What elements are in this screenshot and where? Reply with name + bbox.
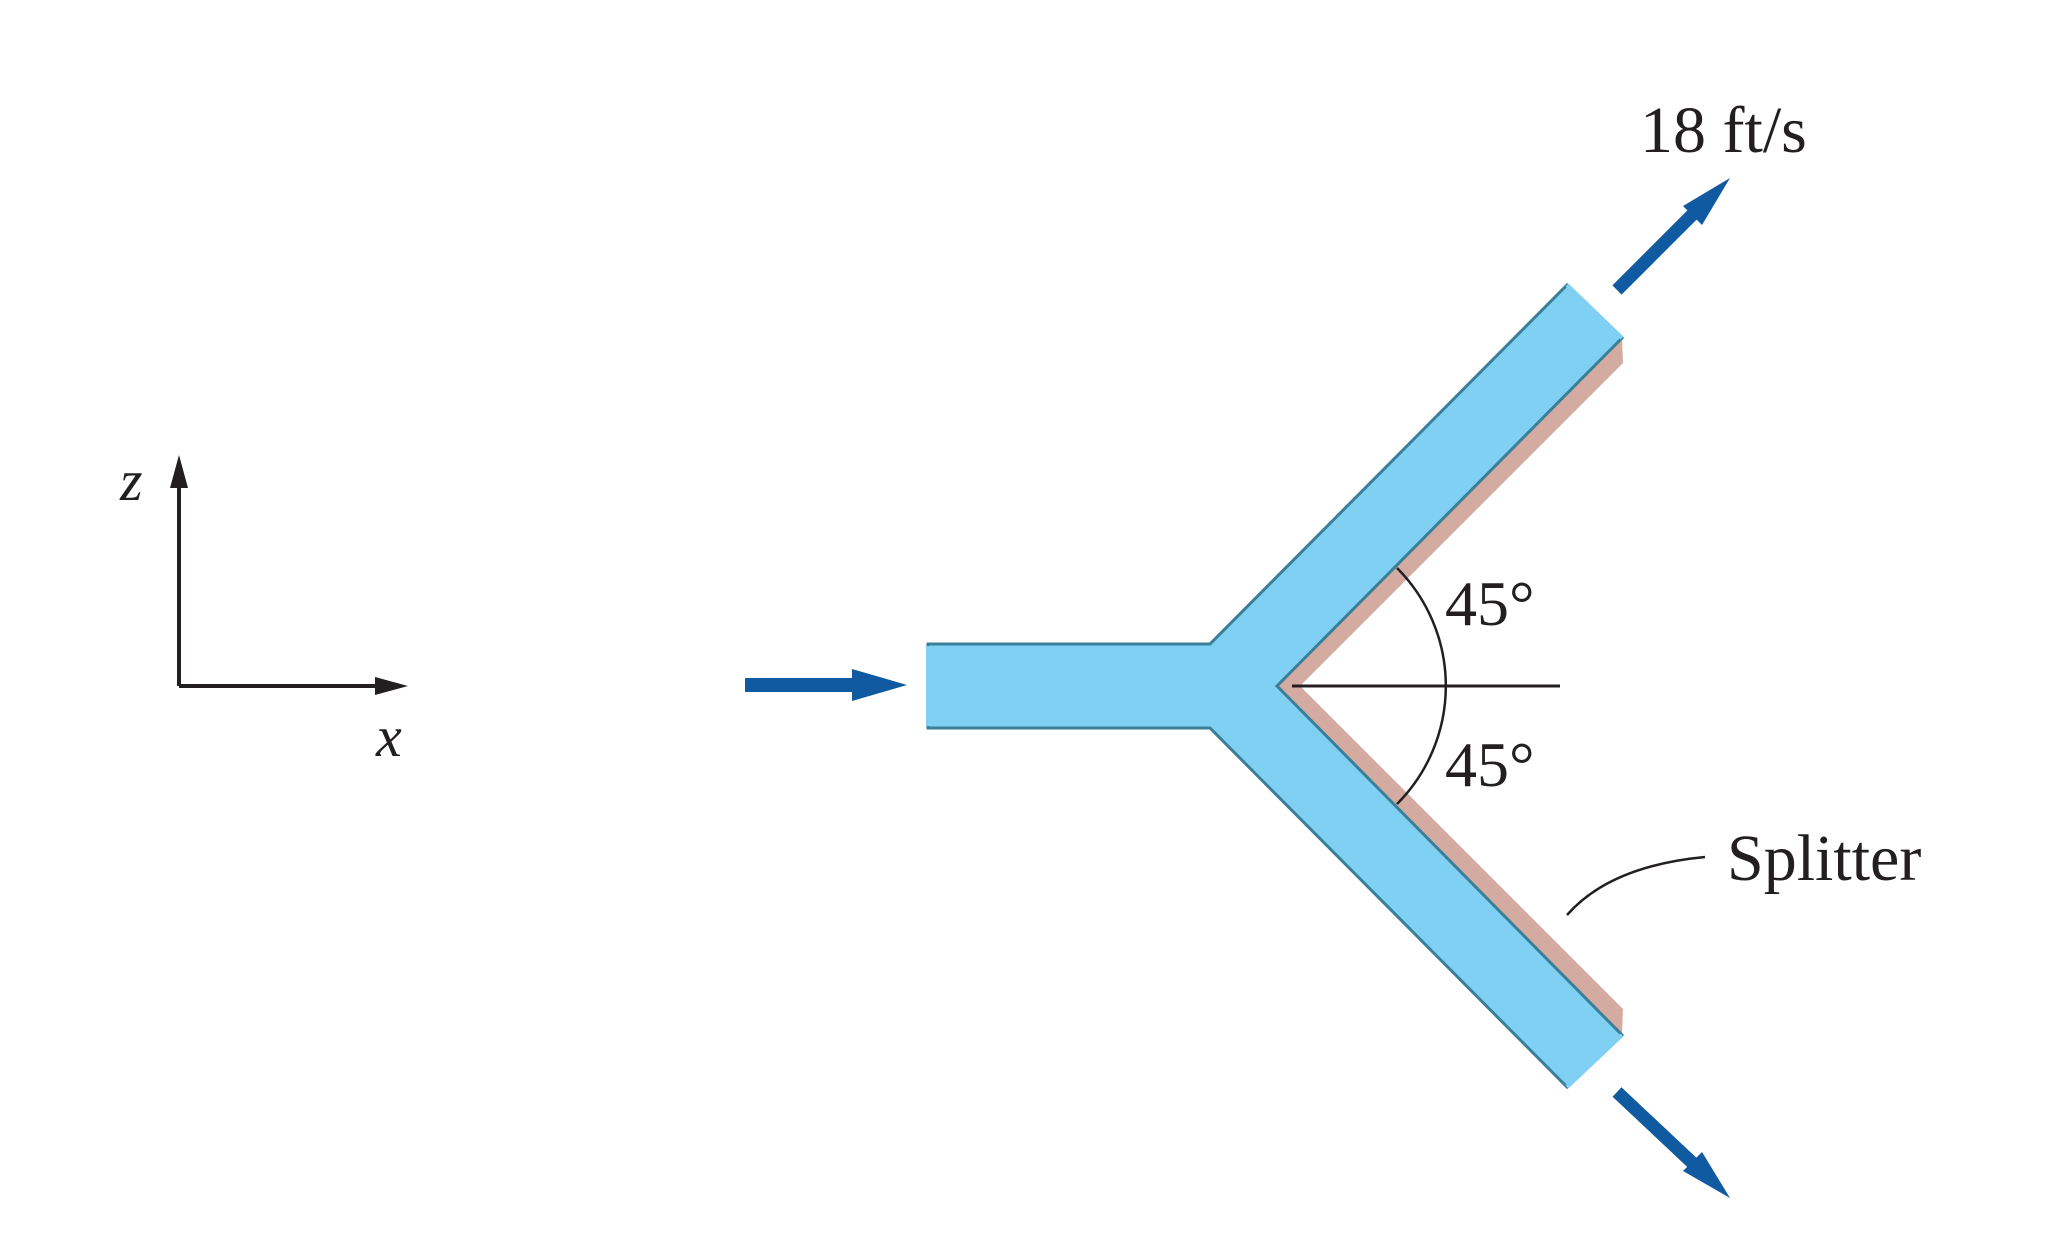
water-jet (926, 282, 1625, 1090)
lower-angle-label: 45° (1445, 729, 1535, 800)
velocity-label: 18 ft/s (1640, 94, 1807, 167)
splitter-label: Splitter (1727, 822, 1922, 895)
outlet-upper-arrow-icon (1612, 178, 1730, 295)
z-axis-label: z (120, 448, 143, 513)
upper-angle-label: 45° (1445, 568, 1535, 639)
inlet-arrow-icon (745, 669, 907, 701)
coordinate-axes-icon (170, 455, 408, 695)
angle-reference (1292, 567, 1560, 805)
outlet-lower-arrow-icon (1612, 1087, 1730, 1198)
x-axis-label: x (376, 704, 402, 769)
splitter-leader-line (1566, 855, 1706, 916)
